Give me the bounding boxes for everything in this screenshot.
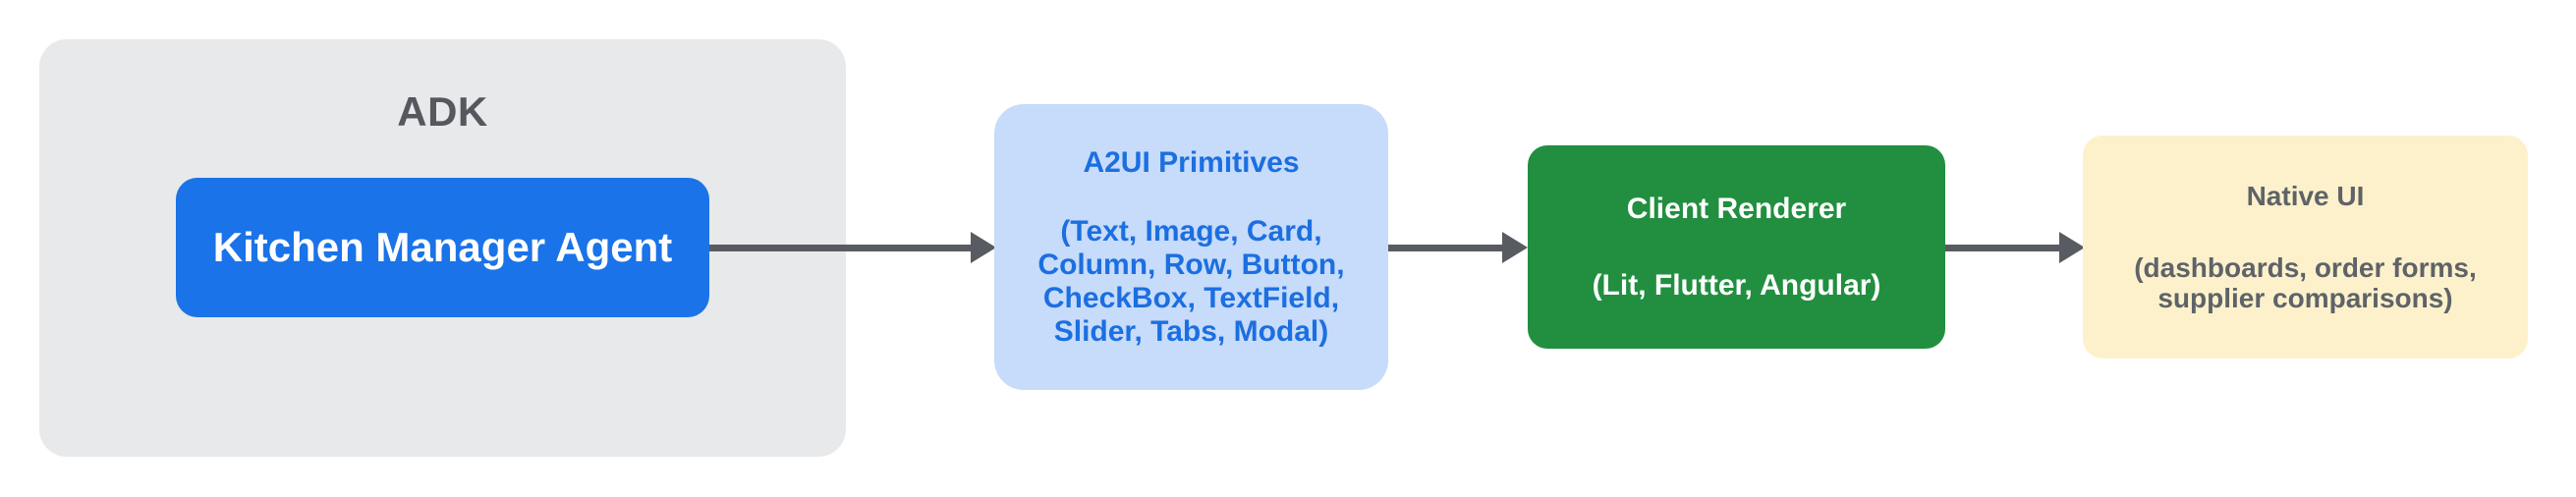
node-kitchen-manager-agent: Kitchen Manager Agent (176, 178, 709, 317)
arrow-head-icon (2059, 232, 2085, 263)
node-client-renderer: Client Renderer (Lit, Flutter, Angular) (1528, 145, 1945, 349)
arrow-agent-to-primitives-line (709, 245, 971, 251)
node-title: Client Renderer (1626, 192, 1847, 225)
node-a2ui-primitives: A2UI Primitives (Text, Image, Card, Colu… (994, 104, 1388, 390)
adk-container-label: ADK (397, 88, 488, 135)
node-body: (Text, Image, Card, Column, Row, Button,… (1037, 214, 1345, 348)
node-native-ui: Native UI (dashboards, order forms, supp… (2083, 136, 2528, 359)
arrow-renderer-to-native-line (1945, 245, 2059, 251)
node-body: (dashboards, order forms, supplier compa… (2134, 252, 2477, 313)
node-body: (Lit, Flutter, Angular) (1592, 268, 1881, 302)
node-title: A2UI Primitives (1083, 145, 1300, 179)
arrow-head-icon (971, 232, 996, 263)
arrow-head-icon (1502, 232, 1528, 263)
node-title: Native UI (2246, 181, 2365, 211)
node-title: Kitchen Manager Agent (212, 224, 673, 270)
arrow-primitives-to-renderer-line (1388, 245, 1502, 251)
